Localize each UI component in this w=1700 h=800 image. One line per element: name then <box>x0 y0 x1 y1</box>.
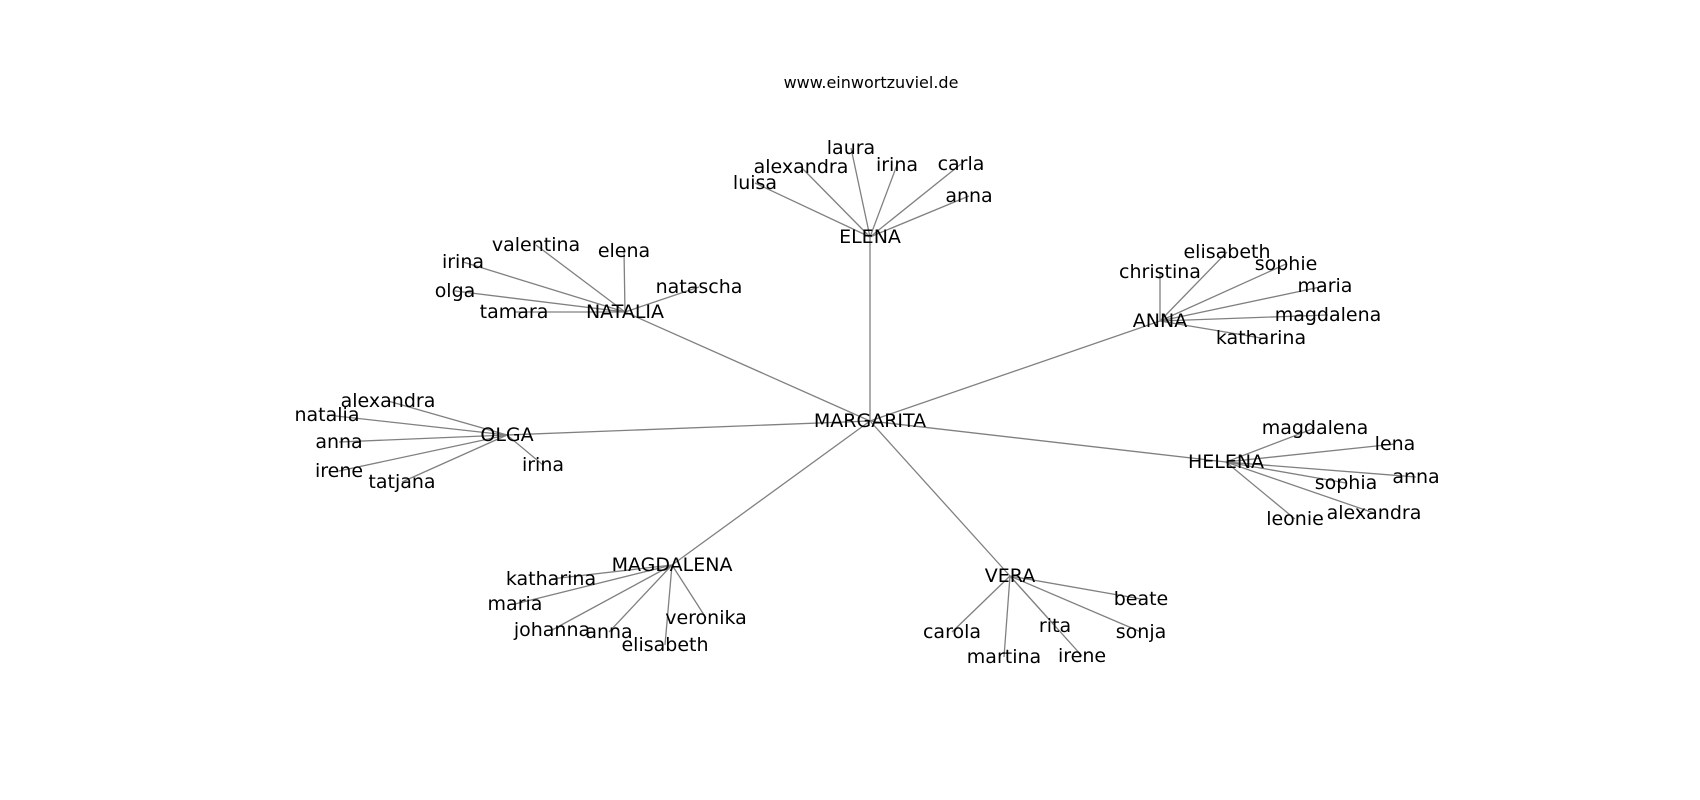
edge-magdalena-maria <box>514 564 673 605</box>
leaf-node-label: katharina <box>506 568 596 590</box>
hub-node-label: ELENA <box>839 226 901 248</box>
edge-layer <box>326 147 1417 658</box>
leaf-node-label: katharina <box>1216 327 1306 349</box>
edge-olga-natalia <box>326 414 508 436</box>
root-node-label: MARGARITA <box>814 410 926 432</box>
leaf-node-label: laura <box>827 137 875 159</box>
edge-olga-anna <box>338 434 508 443</box>
leaf-node-label: anna <box>585 621 632 643</box>
hub-node-label: HELENA <box>1188 451 1264 473</box>
leaf-node-label: carla <box>938 153 985 175</box>
edge-magdalena-katharina <box>550 564 673 580</box>
leaf-node-label: johanna <box>513 619 590 641</box>
edge-natalia-olga <box>454 290 626 313</box>
leaf-node-label: maria <box>1298 275 1353 297</box>
leaf-node-label: elisabeth <box>621 634 708 656</box>
leaf-node-label: sonja <box>1116 621 1167 643</box>
edge-helena-magdalena <box>1225 427 1316 463</box>
leaf-node-label: christina <box>1119 261 1201 283</box>
edge-natalia-elena <box>623 250 626 313</box>
edge-root-anna <box>869 320 1161 422</box>
edge-root-vera <box>869 420 1011 577</box>
edge-elena-luisa <box>754 182 871 238</box>
hub-node-label: OLGA <box>480 424 533 446</box>
site-title: www.einwortzuviel.de <box>784 73 959 92</box>
leaf-node-label: sophie <box>1255 253 1318 275</box>
edge-elena-anna <box>869 195 970 238</box>
leaf-node-label: lena <box>1375 433 1416 455</box>
edge-root-magdalena <box>671 420 871 566</box>
leaf-node-label: martina <box>967 646 1041 668</box>
edge-helena-sophia <box>1225 461 1347 484</box>
edge-magdalena-johanna <box>551 564 673 631</box>
leaf-node-label: alexandra <box>754 156 849 178</box>
hub-node-label: ANNA <box>1133 310 1187 332</box>
edge-magdalena-elisabeth <box>664 564 673 646</box>
leaf-node-label: maria <box>488 593 543 615</box>
leaf-node-label: irene <box>1058 645 1106 667</box>
edge-anna-maria <box>1159 285 1326 322</box>
leaf-node-label: anna <box>945 185 992 207</box>
edge-olga-irina <box>506 434 544 466</box>
edge-vera-carola <box>951 575 1011 633</box>
leaf-node-label: leonie <box>1266 508 1324 530</box>
leaf-node-label: elisabeth <box>1183 241 1270 263</box>
leaf-node-label: irina <box>876 154 918 176</box>
edge-olga-tatjana <box>401 434 508 483</box>
leaf-node-label: irene <box>315 460 363 482</box>
edge-root-olga <box>506 420 871 436</box>
hub-node-label: NATALIA <box>586 301 664 323</box>
edge-root-helena <box>869 420 1227 463</box>
edge-magdalena-anna <box>608 564 673 633</box>
edge-natalia-valentina <box>535 244 626 313</box>
leaf-node-label: olga <box>435 280 476 302</box>
edge-elena-alexandra <box>800 166 871 238</box>
leaf-node-label: carola <box>923 621 981 643</box>
edge-anna-sophie <box>1159 263 1287 322</box>
edge-vera-sonja <box>1009 575 1142 633</box>
leaf-node-label: magdalena <box>1275 304 1382 326</box>
leaf-node-label: elena <box>598 240 650 262</box>
leaf-node-label: veronika <box>665 607 747 629</box>
leaf-node-label: tamara <box>480 301 549 323</box>
leaf-node-label: anna <box>1392 466 1439 488</box>
edge-anna-katharina <box>1159 320 1262 339</box>
edge-natalia-irina <box>462 261 626 313</box>
leaf-node-label: natalia <box>295 404 360 426</box>
edge-olga-alexandra <box>387 400 508 436</box>
edge-vera-beate <box>1009 575 1142 600</box>
leaf-node-label: tatjana <box>368 471 435 493</box>
leaf-node-label: anna <box>315 431 362 453</box>
leaf-node-label: irina <box>442 251 484 273</box>
edge-vera-martina <box>1003 575 1011 658</box>
leaf-node-label: magdalena <box>1262 417 1369 439</box>
leaf-node-label: alexandra <box>1327 502 1422 524</box>
edge-helena-lena <box>1225 443 1396 463</box>
leaf-node-label: valentina <box>492 234 580 256</box>
edge-elena-irina <box>869 164 898 238</box>
leaf-node-label: luisa <box>733 172 777 194</box>
leaf-node-label: rita <box>1039 615 1071 637</box>
hub-node-label: MAGDALENA <box>612 554 733 576</box>
edge-elena-laura <box>850 147 871 238</box>
edge-vera-irene <box>1009 575 1083 657</box>
edge-anna-elisabeth <box>1159 251 1228 322</box>
leaf-node-label: irina <box>522 454 564 476</box>
edge-natalia-natascha <box>624 286 700 313</box>
edge-helena-alexandra <box>1225 461 1375 514</box>
leaf-node-label: natascha <box>656 276 743 298</box>
hub-node-label: VERA <box>985 565 1035 587</box>
leaf-node-label: alexandra <box>341 390 436 412</box>
edge-root-natalia <box>624 311 871 422</box>
edge-magdalena-veronika <box>671 564 707 619</box>
edge-anna-magdalena <box>1159 314 1329 322</box>
leaf-node-label: beate <box>1114 588 1169 610</box>
edge-olga-irene <box>338 434 508 472</box>
leaf-node-label: sophia <box>1315 472 1378 494</box>
edge-elena-carla <box>869 163 962 238</box>
edge-helena-leonie <box>1225 461 1296 520</box>
edge-helena-anna <box>1225 461 1417 478</box>
